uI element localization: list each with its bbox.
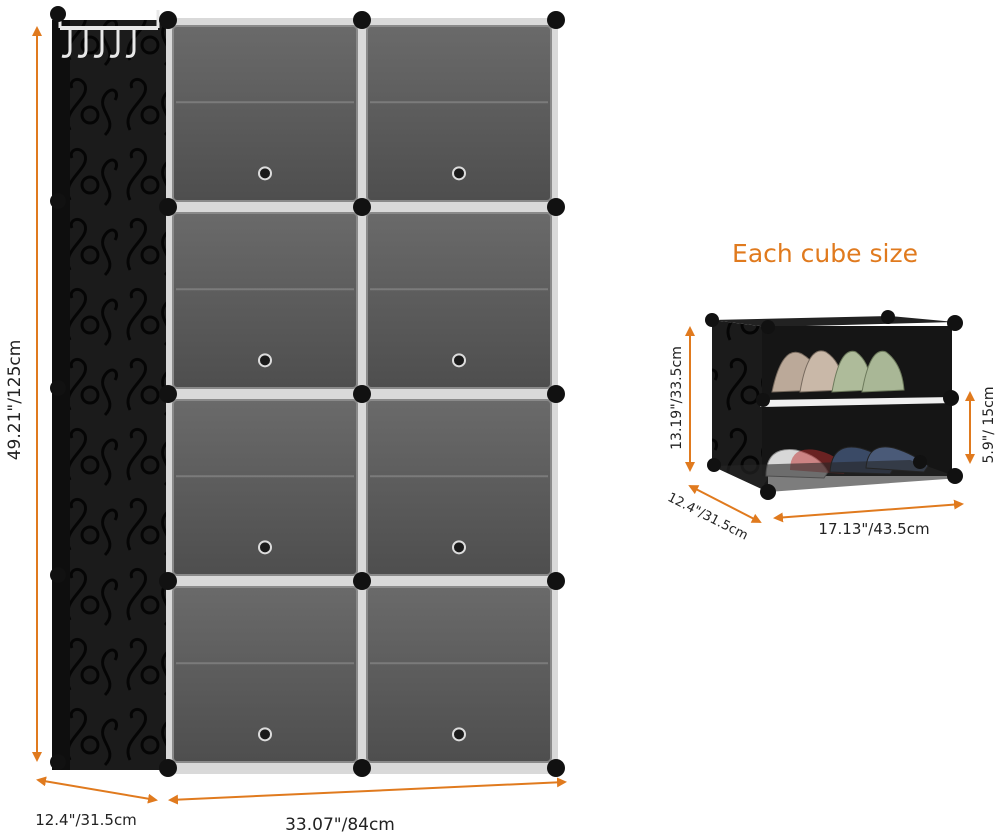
shoes-upper-shelf xyxy=(771,350,905,393)
connector-knob xyxy=(353,759,371,777)
connector-knob xyxy=(547,572,565,590)
door-grid xyxy=(172,25,552,763)
connector-grid xyxy=(50,6,565,777)
connector-knob xyxy=(50,193,66,209)
connector-knob xyxy=(159,385,177,403)
main-depth-dimension: 12.4"/31.5cm xyxy=(35,776,158,829)
cabinet-door xyxy=(172,399,358,576)
main-height-dimension: 49.21"/125cm xyxy=(5,26,42,762)
door-knob-icon xyxy=(452,353,466,368)
connector-knob xyxy=(547,385,565,403)
cabinet-door xyxy=(366,399,552,576)
cabinet-door xyxy=(366,25,552,202)
connector-knob xyxy=(50,754,66,770)
connector-knob xyxy=(353,11,371,29)
cabinet-door xyxy=(172,586,358,763)
cabinet-door xyxy=(366,586,552,763)
cube-depth-dimension: 12.4"/31.5cm xyxy=(665,485,762,544)
connector-knob xyxy=(547,11,565,29)
door-knob-icon xyxy=(452,166,466,181)
door-knob-icon xyxy=(258,166,272,181)
connector-knob xyxy=(50,567,66,583)
connector-knob xyxy=(159,11,177,29)
single-cube-illustration xyxy=(705,310,963,500)
cube-shelf-height-label: 5.9"/ 15cm xyxy=(981,386,997,463)
main-height-label: 49.21"/125cm xyxy=(5,340,25,461)
door-knob-icon xyxy=(258,353,272,368)
cube-shelf-height-dimension: 5.9"/ 15cm xyxy=(965,386,997,464)
shoe-cabinet-main xyxy=(50,6,565,777)
cube-height-dimension: 13.19"/33.5cm xyxy=(669,326,695,472)
connector-knob xyxy=(353,572,371,590)
side-panel xyxy=(52,20,168,770)
cube-connectors xyxy=(705,310,963,500)
main-width-label: 33.07"/84cm xyxy=(285,815,395,835)
connector-knob xyxy=(50,380,66,396)
main-width-dimension: 33.07"/84cm xyxy=(168,777,567,835)
hook-rail-icon xyxy=(58,10,160,58)
door-knob-icon xyxy=(452,727,466,742)
cube-size-title: Each cube size xyxy=(732,239,918,268)
connector-knob xyxy=(159,198,177,216)
connector-knob xyxy=(353,385,371,403)
cube-height-label: 13.19"/33.5cm xyxy=(669,346,685,450)
cube-width-label: 17.13"/43.5cm xyxy=(818,520,929,538)
connector-knob xyxy=(159,759,177,777)
main-depth-label: 12.4"/31.5cm xyxy=(35,811,137,829)
connector-knob xyxy=(353,198,371,216)
connector-knob xyxy=(547,198,565,216)
connector-knob xyxy=(547,759,565,777)
cube-width-dimension: 17.13"/43.5cm xyxy=(773,499,964,538)
cabinet-door xyxy=(366,212,552,389)
cabinet-door xyxy=(172,25,358,202)
connector-knob xyxy=(50,6,66,22)
door-knob-icon xyxy=(258,540,272,555)
cabinet-door xyxy=(172,212,358,389)
cube-depth-label: 12.4"/31.5cm xyxy=(665,490,750,543)
connector-knob xyxy=(159,572,177,590)
door-knob-icon xyxy=(452,540,466,555)
door-knob-icon xyxy=(258,727,272,742)
